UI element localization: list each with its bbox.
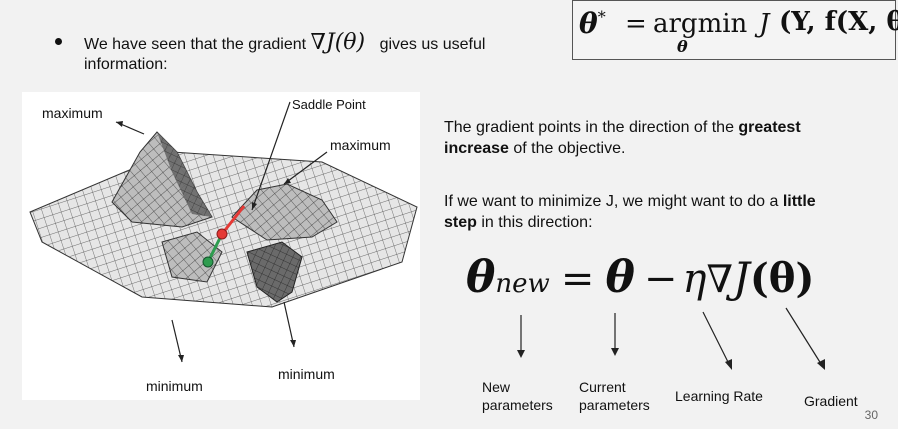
arrow-min-right (283, 301, 295, 348)
loss-surface-plot (29, 101, 418, 363)
explanation-paragraph-2: If we want to minimize J, we might want … (444, 191, 884, 233)
theta-star: θ* (579, 7, 606, 40)
update-equals: = (560, 256, 595, 302)
p2-bold-step: step (444, 214, 477, 231)
p1-bold-increase: increase (444, 140, 509, 157)
bullet-line-1: We have seen that the gradient ∇J(θ) giv… (84, 32, 485, 55)
term-arrows (517, 307, 825, 370)
update-rule-equation: θnew = θ − η∇J(θ) (466, 252, 814, 304)
page-number: 30 (864, 408, 878, 422)
arrow-max-right (283, 151, 328, 185)
label-gradient: Gradient (804, 393, 858, 409)
explanation-paragraph-1: The gradient points in the direction of … (444, 117, 874, 159)
gradient-step-red (220, 205, 246, 235)
p2-bold-little: little (782, 193, 816, 210)
label-current-parameters: Current parameters (579, 379, 650, 413)
p1-text-1: The gradient points in the direction of … (444, 119, 739, 136)
theta-current: θ (605, 252, 635, 303)
p1-bold-greatest: greatest (738, 119, 801, 136)
green-point (202, 256, 214, 268)
bullet-text-after: gives us useful (379, 36, 486, 53)
label-learning-rate: Learning Rate (675, 388, 763, 404)
nabla-symbol: ∇ (706, 257, 734, 301)
left-valley (161, 231, 223, 283)
objective-J: J (759, 9, 770, 39)
label-saddle-point: Saddle Point (292, 97, 366, 112)
bullet-line-2: information: (84, 56, 168, 73)
argmin-operator: argmin (653, 9, 748, 39)
objective-formula-box: θ* = argmin θ J (Y, f(X, θ)) (572, 0, 898, 60)
theta-new: θ (466, 252, 496, 303)
argmin-subscript: θ (677, 37, 688, 56)
arrow-saddle (251, 101, 291, 211)
loss-surface-figure: maximum Saddle Point maximum minimum min… (22, 92, 420, 400)
J-argument: (θ) (749, 255, 815, 302)
label-minimum-right: minimum (278, 366, 335, 382)
objective-args: (Y, f(X, θ)) (779, 7, 898, 37)
red-point (216, 228, 228, 240)
p1-text-2: of the objective. (508, 140, 626, 157)
inline-gradient-math: ∇J(θ) (310, 30, 366, 55)
label-minimum-left: minimum (146, 378, 203, 394)
p2-text-1: If we want to minimize J, we might want … (444, 193, 783, 210)
label-maximum-right: maximum (330, 137, 391, 153)
equals-sign: = (625, 9, 647, 39)
J-symbol: J (733, 253, 750, 302)
right-hump (231, 183, 338, 241)
bullet-text-before: We have seen that the gradient (84, 36, 307, 53)
label-new-parameters: New parameters (482, 379, 553, 413)
eta-symbol: η (682, 256, 707, 302)
right-minimum-pit (246, 241, 303, 303)
label-maximum-left: maximum (42, 105, 103, 121)
p2-text-2: in this direction: (476, 214, 593, 231)
left-peak-shade (157, 132, 212, 217)
minus-sign: − (643, 256, 678, 302)
new-subscript: new (495, 269, 550, 299)
bullet-point (55, 38, 62, 45)
